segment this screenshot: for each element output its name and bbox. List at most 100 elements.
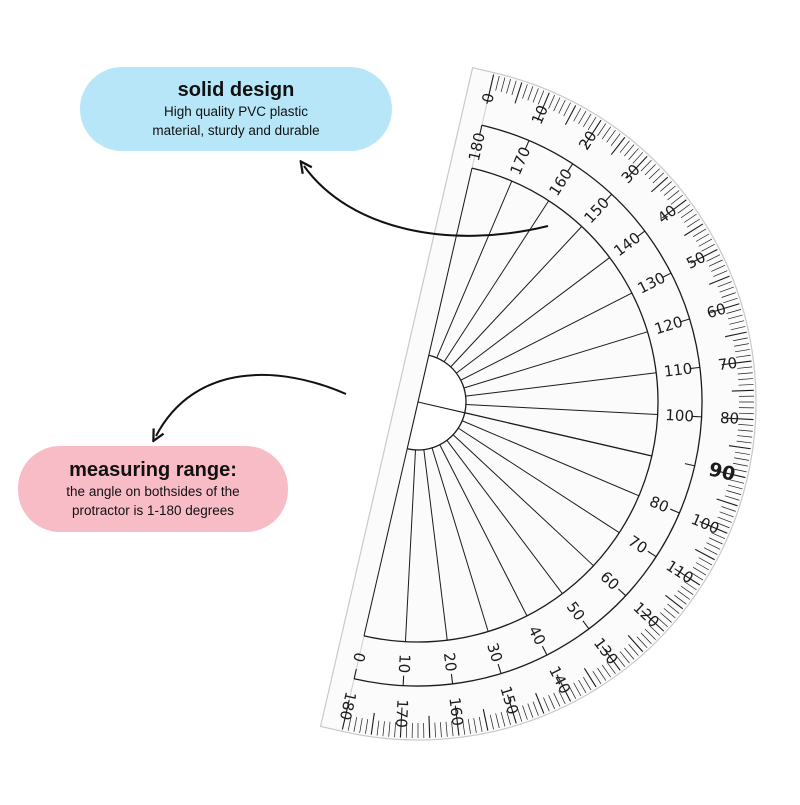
- outer-degree-label: 80: [720, 409, 740, 428]
- radial-line: [452, 434, 594, 567]
- scale-tick: [618, 588, 627, 597]
- measuring-range-callout: measuring range: the angle on bothsides …: [18, 446, 288, 532]
- degree-tick: [558, 99, 566, 114]
- degree-tick: [640, 160, 652, 172]
- degree-tick: [721, 506, 736, 512]
- degree-tick: [644, 628, 656, 640]
- degree-tick: [648, 624, 660, 636]
- outer-degree-label: 60: [705, 299, 729, 322]
- degree-tick: [723, 417, 754, 421]
- degree-tick: [719, 286, 734, 293]
- measuring-range-text: the angle on bothsides of the protractor…: [66, 482, 239, 520]
- outer-degree-label: 160: [445, 696, 466, 727]
- measuring-range-line-1: the angle on bothsides of the: [66, 484, 240, 499]
- degree-tick: [353, 717, 358, 732]
- degree-tick: [553, 97, 561, 112]
- degree-tick: [578, 679, 587, 694]
- radial-line: [423, 449, 448, 641]
- degree-tick: [573, 682, 582, 697]
- degree-tick: [644, 164, 656, 176]
- degree-tick: [478, 717, 483, 732]
- degree-tick: [710, 303, 740, 314]
- degree-tick: [558, 690, 566, 705]
- degree-tick: [423, 722, 425, 738]
- degree-tick: [692, 228, 707, 237]
- degree-tick: [648, 168, 660, 180]
- degree-tick: [674, 568, 701, 586]
- degree-tick: [687, 218, 700, 228]
- degree-tick: [721, 292, 736, 298]
- degree-tick: [690, 571, 704, 581]
- degree-tick: [556, 674, 572, 702]
- scale-tick: [524, 140, 530, 150]
- degree-tick: [619, 140, 630, 153]
- degree-tick: [670, 194, 683, 205]
- degree-tick: [738, 407, 754, 409]
- degree-tick: [506, 710, 511, 726]
- degree-tick: [703, 547, 718, 555]
- degree-tick: [522, 84, 528, 99]
- degree-tick: [627, 634, 644, 653]
- degree-tick: [667, 190, 680, 201]
- degree-tick: [535, 692, 545, 714]
- degree-tick: [731, 389, 754, 392]
- degree-tick: [729, 320, 745, 325]
- scale-tick: [679, 318, 690, 323]
- scale-tick: [353, 668, 357, 679]
- degree-tick: [715, 521, 730, 529]
- degree-tick: [727, 484, 743, 490]
- degree-tick: [388, 721, 391, 737]
- solid-design-arrow: [304, 166, 549, 237]
- measuring-range-title: measuring range:: [69, 459, 237, 481]
- degree-tick: [489, 714, 494, 730]
- degree-tick: [665, 594, 684, 610]
- scale-tick: [541, 645, 548, 656]
- degree-tick: [584, 119, 602, 146]
- degree-tick: [737, 372, 753, 375]
- inner-degree-label: 10: [395, 654, 414, 674]
- degree-tick: [737, 366, 753, 369]
- inner-degree-label: 180: [465, 131, 489, 163]
- degree-tick: [486, 74, 495, 104]
- scale-tick: [661, 272, 672, 279]
- degree-tick: [365, 718, 369, 734]
- degree-tick: [677, 590, 691, 600]
- degree-tick: [723, 297, 738, 304]
- degree-tick: [735, 354, 751, 358]
- radial-line: [450, 226, 583, 368]
- degree-tick: [726, 309, 742, 314]
- degree-tick: [543, 697, 550, 712]
- degree-tick: [454, 705, 460, 736]
- degree-tick: [636, 636, 648, 648]
- hub-center-mark: [417, 401, 465, 414]
- degree-tick: [727, 314, 743, 320]
- degree-tick: [583, 113, 592, 128]
- degree-tick: [548, 695, 555, 710]
- scale-tick: [689, 366, 700, 370]
- radial-line: [443, 200, 550, 363]
- degree-tick: [680, 208, 694, 219]
- inner-degree-label: 100: [665, 406, 695, 425]
- degree-tick: [399, 707, 403, 738]
- scale-tick: [604, 193, 613, 202]
- degree-tick: [615, 654, 626, 667]
- radial-line: [465, 372, 657, 397]
- degree-tick: [729, 479, 745, 484]
- degree-tick: [370, 712, 375, 735]
- degree-tick: [417, 722, 419, 739]
- degree-tick: [511, 80, 517, 96]
- degree-tick: [708, 537, 723, 545]
- degree-tick: [563, 102, 571, 117]
- degree-tick: [451, 721, 454, 737]
- degree-tick: [606, 129, 616, 143]
- degree-tick: [500, 77, 506, 93]
- radial-line: [363, 448, 408, 636]
- degree-tick: [708, 275, 730, 285]
- degree-tick: [583, 667, 597, 688]
- degree-tick: [660, 181, 672, 192]
- degree-tick: [701, 243, 715, 252]
- degree-tick: [699, 521, 728, 534]
- degree-tick: [717, 281, 732, 288]
